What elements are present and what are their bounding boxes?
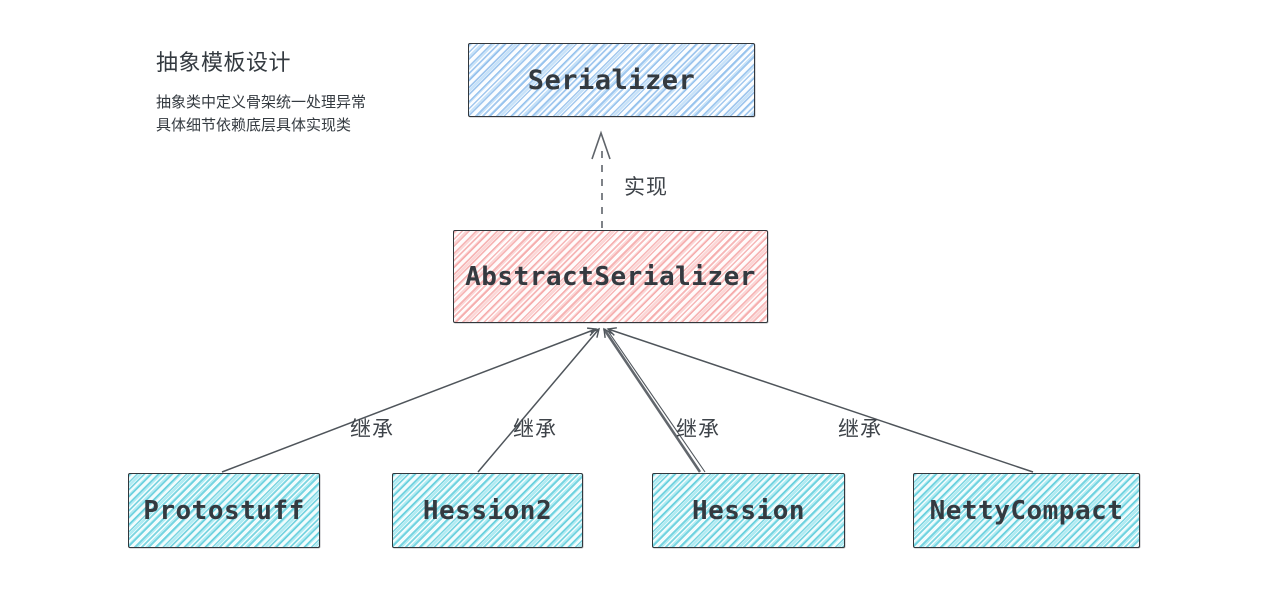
edge-label-inherit-protostuff: 继承 <box>350 418 394 441</box>
diagram-title: 抽象模板设计 <box>156 50 292 75</box>
edge-label-implements: 实现 <box>624 176 668 199</box>
node-protostuff-label: Protostuff <box>143 495 305 526</box>
node-hession: Hession <box>652 473 845 548</box>
edge-label-inherit-hession: 继承 <box>676 418 720 441</box>
node-abstract-serializer-label: AbstractSerializer <box>465 261 756 292</box>
diagram-subtitle: 抽象类中定义骨架统一处理异常 具体细节依赖底层具体实现类 <box>156 91 366 137</box>
node-protostuff: Protostuff <box>128 473 320 548</box>
node-hession2: Hession2 <box>392 473 583 548</box>
node-serializer-label: Serializer <box>527 64 696 96</box>
node-hession-label: Hession <box>691 495 806 526</box>
open-triangle-arrowhead-icon <box>591 130 611 160</box>
inherit-line-protostuff <box>221 327 598 473</box>
inherit-line-nettycompact <box>606 327 1034 473</box>
node-abstract-serializer: AbstractSerializer <box>453 230 768 323</box>
node-nettycompact-label: NettyCompact <box>929 495 1124 526</box>
inherit-line-hession2 <box>477 327 601 473</box>
diagram-subtitle-line1: 抽象类中定义骨架统一处理异常 <box>156 94 367 111</box>
implements-arrow <box>591 130 611 228</box>
inherit-line-hession <box>602 327 702 473</box>
inherit-line-hession-sketch-duplicate <box>607 330 706 473</box>
node-hession2-label: Hession2 <box>422 495 553 526</box>
node-serializer: Serializer <box>468 43 755 117</box>
edge-label-inherit-nettycompact: 继承 <box>838 418 882 441</box>
diagram-subtitle-line2: 具体细节依赖底层具体实现类 <box>156 117 352 134</box>
node-nettycompact: NettyCompact <box>913 473 1140 548</box>
edge-label-inherit-hession2: 继承 <box>513 418 557 441</box>
